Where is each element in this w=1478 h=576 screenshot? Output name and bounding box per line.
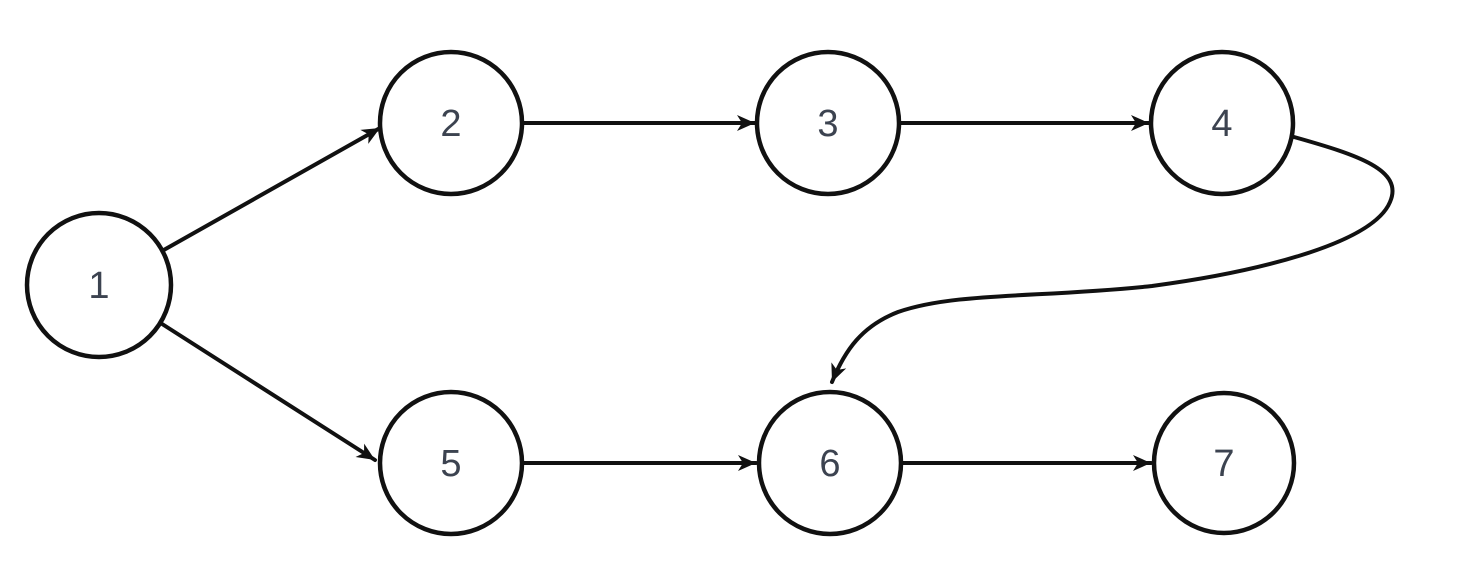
- node-7: 7: [1151, 390, 1297, 536]
- node-circle-6: [756, 389, 904, 537]
- node-label-2: 2: [440, 103, 461, 145]
- node-label-3: 3: [817, 103, 838, 145]
- node-label-7: 7: [1213, 443, 1234, 485]
- node-label-5: 5: [440, 443, 461, 485]
- node-circle-4: [1148, 49, 1296, 197]
- node-6: 6: [756, 389, 904, 537]
- node-circle-7: [1151, 390, 1297, 536]
- edge-1-2: [160, 126, 382, 253]
- node-circle-1: [24, 210, 174, 360]
- edge-1-5: [157, 320, 377, 462]
- node-3: 3: [754, 49, 902, 197]
- node-label-1: 1: [88, 265, 109, 307]
- node-circle-5: [377, 389, 525, 537]
- node-2: 2: [377, 49, 525, 197]
- node-1: 1: [24, 210, 174, 360]
- node-label-6: 6: [819, 443, 840, 485]
- node-4: 4: [1148, 49, 1296, 197]
- node-label-4: 4: [1211, 103, 1232, 145]
- edge-4-6: [830, 135, 1395, 384]
- node-circle-2: [377, 49, 525, 197]
- node-5: 5: [377, 389, 525, 537]
- node-circle-3: [754, 49, 902, 197]
